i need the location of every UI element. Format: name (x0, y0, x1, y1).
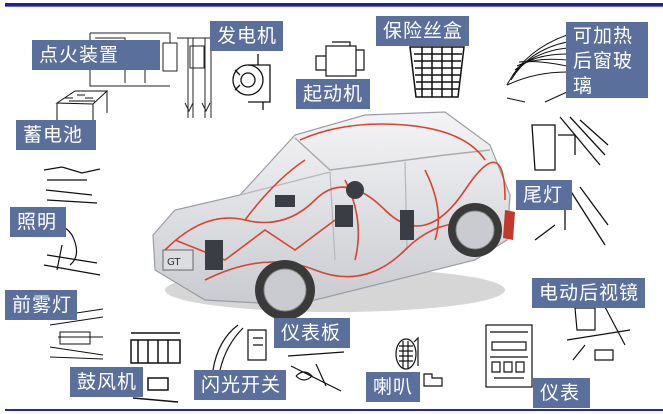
label-flasher-switch: 闪光开关 (194, 370, 286, 400)
label-fuse-box: 保险丝盒 (376, 16, 469, 46)
label-ignition: 点火装置 (32, 40, 160, 70)
label-rear-defrost-line3: 璃 (573, 75, 594, 97)
horn-drawing (392, 336, 447, 396)
label-horn: 喇叭 (366, 372, 420, 402)
label-rear-defrost: 可加热 后窗玻 璃 (566, 22, 648, 98)
license-plate-text: GT (167, 257, 181, 268)
label-starter: 起动机 (296, 79, 370, 109)
label-rear-defrost-line2: 后窗玻 (573, 50, 634, 72)
label-lighting: 照明 (10, 207, 66, 237)
generator-drawing (230, 50, 280, 112)
fuse-box-drawing (408, 45, 466, 100)
label-battery: 蓄电池 (16, 120, 96, 150)
top-rule (5, 3, 663, 7)
label-rear-defrost-line1: 可加热 (573, 25, 634, 47)
label-blower: 鼓风机 (70, 367, 143, 397)
instrument-panel-drawing (480, 322, 538, 390)
battery-drawing (55, 88, 110, 128)
label-power-mirror: 电动后视镜 (532, 278, 645, 308)
label-tail-light: 尾灯 (516, 180, 572, 210)
starter-drawing (312, 40, 370, 82)
dashboard-drawing (286, 346, 346, 401)
power-mirror-drawing (565, 305, 635, 365)
label-generator: 发电机 (210, 21, 283, 51)
flasher-switch-drawing (208, 320, 268, 375)
label-fog-light: 前雾灯 (5, 290, 77, 320)
bottom-rule (5, 409, 663, 411)
label-dashboard: 仪表板 (274, 318, 350, 348)
rear-window-drawing (505, 30, 570, 105)
car-cutaway-illustration: GT (145, 100, 517, 325)
blower-drawing (128, 328, 183, 406)
label-instruments: 仪表 (533, 378, 590, 408)
lighting-drawing (42, 165, 104, 280)
